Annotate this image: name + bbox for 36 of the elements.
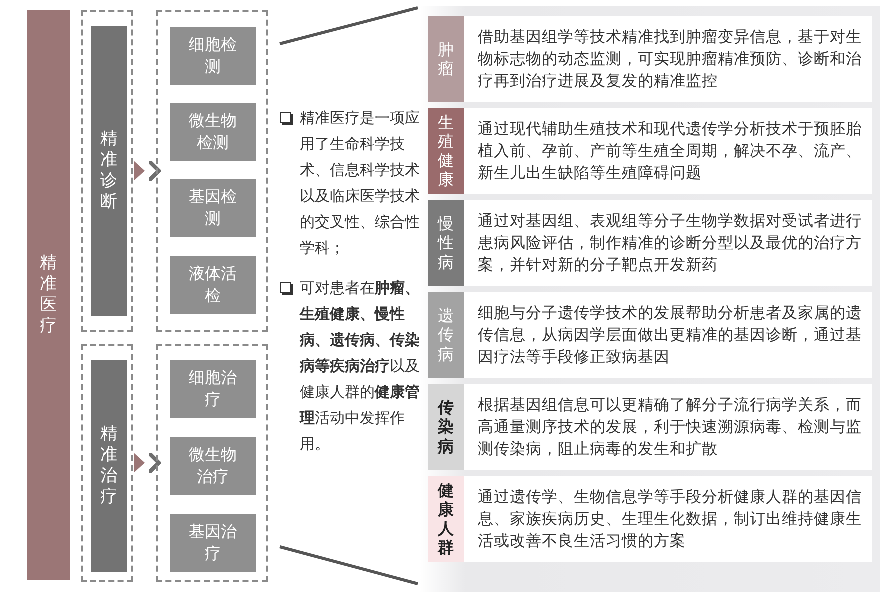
method-box: 液体活检 [170,256,256,314]
method-box: 基因检测 [170,179,256,237]
method-box: 细胞治疗 [170,360,256,418]
category-tab: 健康人群 [428,476,464,562]
category-tab: 遗传病 [428,292,464,378]
method-box: 细胞检测 [170,27,256,85]
description-text: 通过遗传学、生物信息学等手段分析健康人群的基因信息、家族疾病历史、生理生化数据，制订出维持健康生活或改善不良生活习惯的方案 [477,487,863,552]
category-row [428,384,872,470]
bullet-text: 可对患者在肿瘤、生殖健康、慢性病、遗传病、传染病等疾病治疗以及健康人群的健康管理活动中发挥作用。 [300,278,421,455]
chevron-arrow [134,451,161,475]
method-box: 微生物检测 [170,103,256,161]
category-tab: 慢性病 [428,200,464,286]
dashed-frame [156,10,268,332]
category-tab: 生殖健康 [428,108,464,194]
category-bar: 精准诊断 [91,26,127,316]
description-text: 通过现代辅助生殖技术和现代遗传学分析技术于预胚胎植入前、孕前、产前等生殖全周期，解决不孕、流产、新生儿出生缺陷等生殖障碍问题 [477,119,863,184]
category-tab: 肿瘤 [428,16,464,102]
category-bar: 精准治疗 [91,360,127,572]
dashed-frame [156,344,268,582]
category-row [428,292,872,378]
dashed-frame [81,344,133,582]
method-box: 基因治疗 [170,514,256,572]
description-text: 根据基因组信息可以更精确了解分子流行病学关系，而高通量测序技术的发展，利于快速溯源病毒、检测与监测传染病，阻止病毒的发生和扩散 [477,395,863,460]
description-text: 通过对基因组、表观组等分子生物学数据对受试者进行患病风险评估，制作精准的诊断分型以及最优的治疗方案，并针对新的分子靶点开发新药 [477,211,863,276]
method-box: 微生物治疗 [170,437,256,495]
chevron-arrow [134,159,161,183]
category-tab: 传染病 [428,384,464,470]
description-text: 借助基因组学等技术精准找到肿瘤变异信息，基于对生物标志物的动态监测，可实现肿瘤精准预防、诊断和治疗再到治疗进展及复发的精准监控 [477,27,863,92]
category-row [428,108,872,194]
dashed-frame [81,10,133,332]
category-bar: 精准医疗 [27,10,70,580]
category-row [428,16,872,102]
category-row [428,476,872,562]
category-row [428,200,872,286]
bullet-text: 精准医疗是一项应用了生命科学技术、信息科学技术以及临床医学技术的交叉性、综合性学科； [300,108,421,259]
description-text: 细胞与分子遗传学技术的发展帮助分析患者及家属的遗传信息，从病因学层面做出更精准的基因诊断，通过基因疗法等手段修正致病基因 [477,303,863,368]
